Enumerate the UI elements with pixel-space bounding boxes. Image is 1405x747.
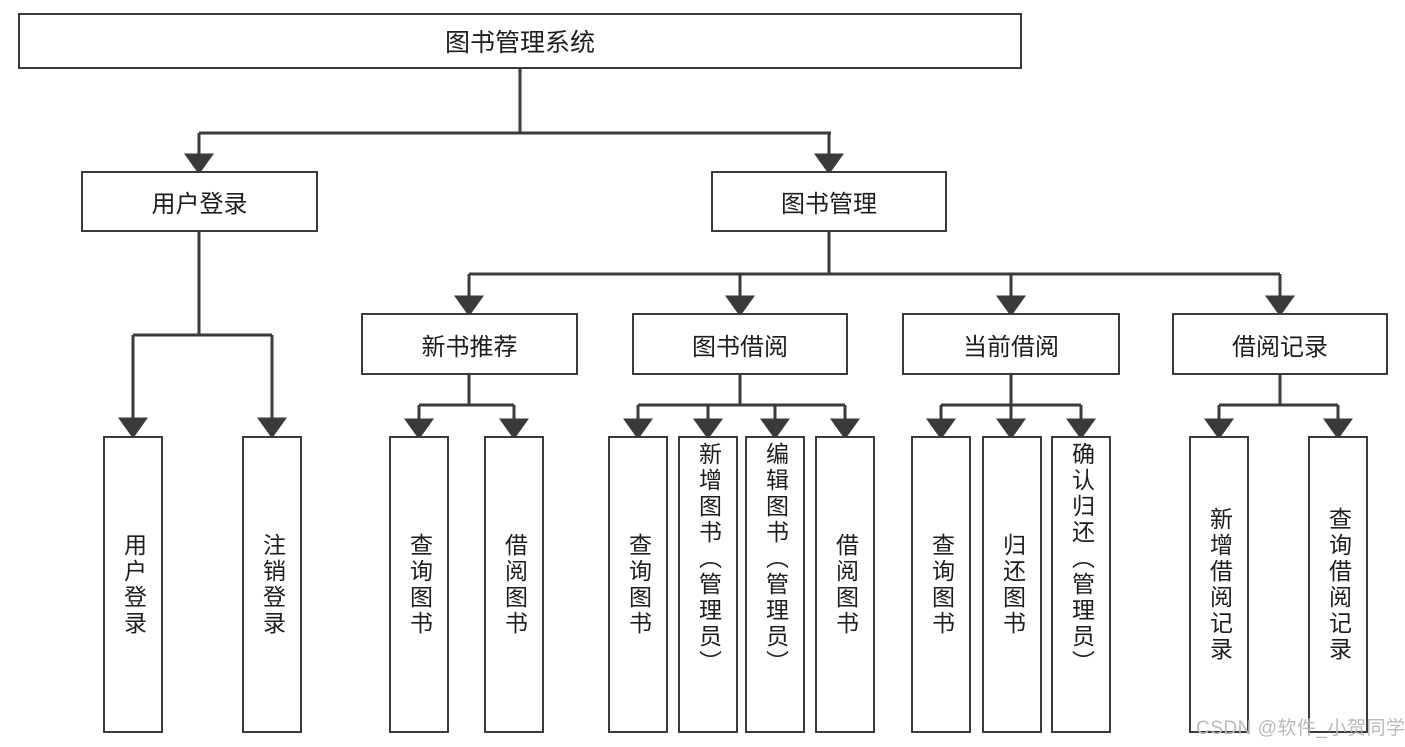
leaf-borrow-book-label: 借阅图书	[832, 532, 859, 637]
leaf-logout-label: 注销登录	[259, 532, 286, 637]
leaf-confirm-return-admin[interactable]: 确认归还（管理员）	[1051, 436, 1111, 733]
leaf-borrow-book-recommend-label: 借阅图书	[501, 532, 528, 637]
leaf-query-book-recommend[interactable]: 查询图书	[389, 436, 449, 733]
leaf-borrow-book[interactable]: 借阅图书	[815, 436, 875, 733]
leaf-add-borrow-record-label: 新增借阅记录	[1206, 506, 1233, 663]
node-root[interactable]: 图书管理系统	[18, 13, 1022, 69]
leaf-add-borrow-record[interactable]: 新增借阅记录	[1189, 436, 1249, 733]
node-borrow-record[interactable]: 借阅记录	[1172, 313, 1388, 375]
leaf-query-book-borrow[interactable]: 查询图书	[608, 436, 668, 733]
leaf-query-book-borrow-label: 查询图书	[625, 532, 652, 637]
node-book-borrow[interactable]: 图书借阅	[632, 313, 848, 375]
node-borrow-record-label: 借阅记录	[1232, 333, 1328, 361]
node-user-login-label: 用户登录	[151, 191, 248, 218]
node-user-login[interactable]: 用户登录	[81, 171, 318, 232]
csdn-watermark: CSDN @软件_小贺同学	[1196, 718, 1405, 739]
node-book-borrow-label: 图书借阅	[692, 333, 788, 361]
leaf-query-book-recommend-label: 查询图书	[406, 532, 433, 637]
leaf-user-login-label: 用户登录	[120, 532, 147, 637]
node-new-book-recommend-label: 新书推荐	[421, 333, 518, 361]
leaf-query-borrow-record-label: 查询借阅记录	[1325, 506, 1352, 663]
node-book-management[interactable]: 图书管理	[711, 171, 947, 232]
leaf-return-book[interactable]: 归还图书	[982, 436, 1042, 733]
leaf-return-book-label: 归还图书	[999, 532, 1026, 637]
node-new-book-recommend[interactable]: 新书推荐	[361, 313, 578, 375]
leaf-logout[interactable]: 注销登录	[242, 436, 302, 733]
leaf-query-borrow-record[interactable]: 查询借阅记录	[1308, 436, 1368, 733]
node-root-label: 图书管理系统	[444, 29, 595, 57]
leaf-edit-book-admin[interactable]: 编辑图书（管理员）	[745, 436, 805, 733]
leaf-confirm-return-admin-label: 确认归还（管理员）	[1068, 442, 1095, 676]
leaf-add-book-admin[interactable]: 新增图书（管理员）	[678, 436, 738, 733]
leaf-edit-book-admin-label: 编辑图书（管理员）	[762, 442, 789, 676]
node-book-management-label: 图书管理	[781, 191, 877, 218]
leaf-borrow-book-recommend[interactable]: 借阅图书	[484, 436, 544, 733]
leaf-query-book-current[interactable]: 查询图书	[911, 436, 971, 733]
node-current-borrow[interactable]: 当前借阅	[902, 313, 1120, 375]
node-current-borrow-label: 当前借阅	[963, 333, 1059, 361]
leaf-user-login[interactable]: 用户登录	[103, 436, 163, 733]
leaf-add-book-admin-label: 新增图书（管理员）	[695, 442, 722, 676]
leaf-query-book-current-label: 查询图书	[928, 532, 955, 637]
